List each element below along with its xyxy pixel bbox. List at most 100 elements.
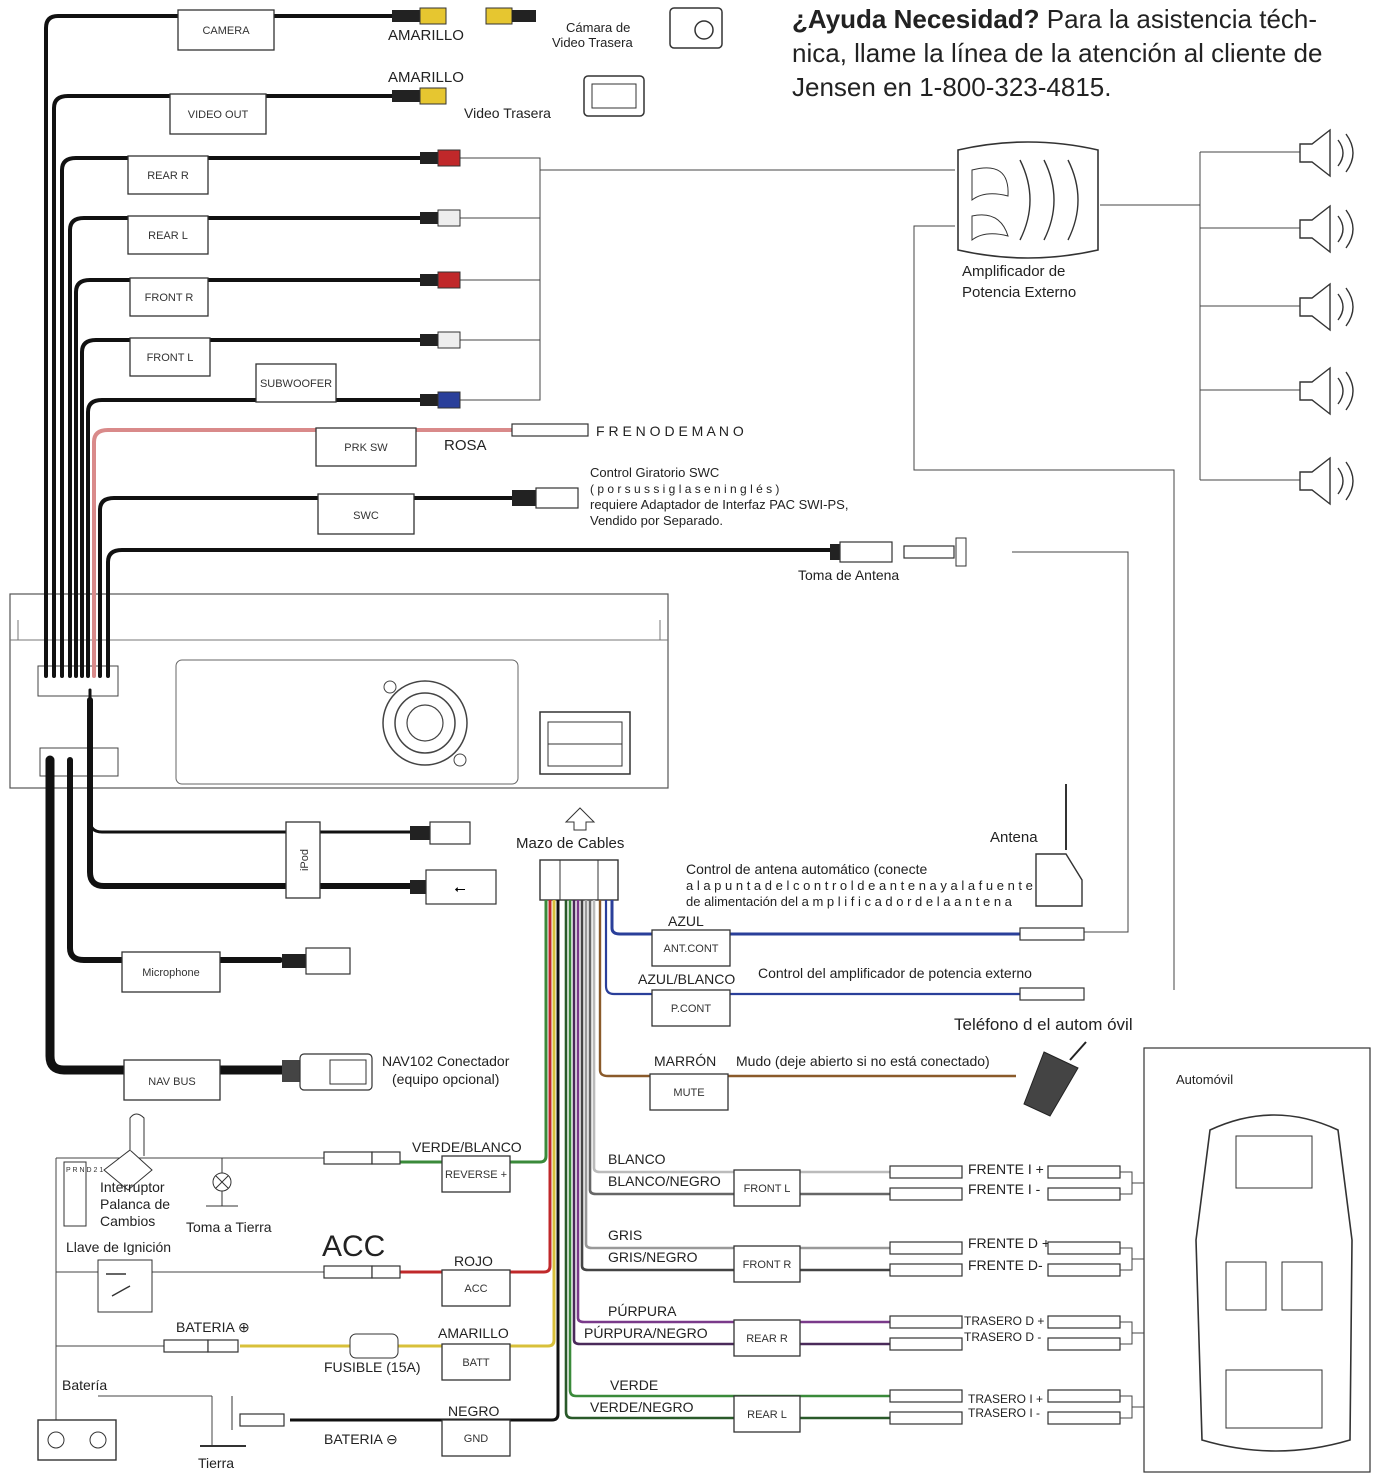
rear-l-c1: VERDE — [610, 1377, 658, 1393]
ipod-box-label: iPod — [299, 849, 311, 871]
amarillo-label-1: AMARILLO — [388, 27, 464, 44]
speaker-row-front-l: BLANCO BLANCO/NEGRO FRONT L FRENTE I + F… — [608, 1151, 1121, 1207]
ant-cont-box-label: ANT.CONT — [664, 943, 719, 955]
interruptor-label-1: Interruptor — [100, 1179, 165, 1195]
rear-r-box: REAR R — [746, 1333, 788, 1345]
help-heading: ¿Ayuda Necesidad? Para la asistencia téc… — [792, 4, 1317, 34]
rear-r-s2: TRASERO D - — [964, 1330, 1041, 1344]
front-r-s1: FRENTE D + — [968, 1235, 1050, 1251]
speaker-row-rear-l: VERDE VERDE/NEGRO REAR L TRASERO I + TRA… — [590, 1377, 1121, 1433]
interruptor-label-2: Palanca de — [100, 1196, 170, 1212]
rear-r-c2: PÚRPURA/NEGRO — [584, 1325, 708, 1341]
wire-harness-connector — [539, 807, 619, 901]
camera-icon — [669, 7, 723, 49]
nav-bus-box: NAV BUS — [123, 1059, 221, 1101]
nav-label-1: NAV102 Conectador — [382, 1053, 510, 1069]
camara-label-1: Cámara de — [566, 20, 630, 35]
amp-label-1: Amplificador de — [962, 263, 1065, 280]
wire-row-gnd: NEGRO GND — [441, 1403, 511, 1457]
battery-icon — [37, 1419, 117, 1461]
ground-icon — [200, 1396, 246, 1447]
front-r-c1: GRIS — [608, 1227, 642, 1243]
mazo-label: Mazo de Cables — [516, 835, 624, 852]
front-l-box-label: FRONT L — [147, 352, 194, 364]
mudo-label: Mudo (deje abierto si no está conectado) — [736, 1053, 990, 1069]
fusible-label: FUSIBLE (15A) — [324, 1359, 420, 1375]
automovil-label: Automóvil — [1176, 1072, 1233, 1087]
video-out-box-label: VIDEO OUT — [188, 109, 249, 121]
mic-connector-icon — [282, 947, 351, 975]
bateria-neg-text: BATERIA — [324, 1431, 384, 1447]
car-icon — [1195, 1114, 1353, 1452]
azul-blanco-label: AZUL/BLANCO — [638, 971, 735, 987]
acc-big-label: ACC — [322, 1230, 385, 1263]
rear-l-c2: VERDE/NEGRO — [590, 1399, 694, 1415]
front-r-box: FRONT R — [743, 1259, 792, 1271]
wire-row-batt-box: BATT — [462, 1357, 490, 1369]
lower-left-wiring — [55, 1151, 401, 1446]
freno-label: F R E N O D E M A N O — [596, 423, 744, 439]
head-unit — [9, 593, 669, 789]
swc-desc-2: ( p o r s u s s i g l a s e n i n g l é … — [590, 482, 779, 496]
amp-label-2: Potencia Externo — [962, 284, 1076, 301]
monitor-icon — [583, 75, 645, 117]
front-l-box: FRONT L — [744, 1183, 791, 1195]
subwoofer-box-label: SUBWOOFER — [260, 378, 332, 390]
camara-label-2: Video Trasera — [552, 35, 633, 50]
ant-cont-row: AZUL ANT.CONT — [651, 913, 1085, 967]
ant-desc-1: Control de antena automático (conecte — [686, 861, 927, 877]
speaker-row-rear-r: PÚRPURA PÚRPURA/NEGRO REAR R TRASERO D +… — [584, 1303, 1121, 1357]
swc-desc-1: Control Giratorio SWC — [590, 465, 719, 480]
wire-row-acc: ROJO ACC — [441, 1253, 511, 1307]
microphone-box: Microphone — [121, 951, 221, 993]
telefono-label: Teléfono d el autom óvil — [954, 1015, 1133, 1034]
subwoofer-box: SUBWOOFER — [255, 363, 337, 403]
wire-row-reverse-box: REVERSE + — [445, 1169, 507, 1181]
front-l-box: FRONT L — [129, 337, 211, 377]
marron-label: MARRÓN — [654, 1053, 716, 1069]
front-r-box: FRONT R — [129, 277, 209, 317]
ipod-box: iPod — [285, 821, 321, 899]
swc-box-label: SWC — [353, 510, 379, 522]
ipod-connector-icons: ⭠ — [410, 821, 497, 905]
bateria-neg-label: BATERIA ⊖ — [324, 1431, 398, 1447]
nav-label-2: (equipo opcional) — [392, 1071, 499, 1087]
prk-sw-box: PRK SW — [315, 427, 417, 467]
bateria-pos-text: BATERIA — [176, 1319, 236, 1335]
camera-box-label: CAMERA — [202, 25, 250, 37]
mute-box-label: MUTE — [673, 1087, 704, 1099]
usb-icon: ⭠ — [454, 880, 465, 896]
amarillo-label-2: AMARILLO — [388, 69, 464, 86]
speaker-icons — [1299, 128, 1354, 506]
p-cont-row: AZUL/BLANCO P.CONT Control del amplifica… — [638, 965, 1085, 1027]
camera-box: CAMERA — [177, 9, 275, 51]
ant-desc-3: de alimentación del a m p l i f i c a d … — [686, 894, 1013, 909]
tierra-label: Tierra — [198, 1455, 234, 1471]
rear-r-box-label: REAR R — [147, 170, 189, 182]
rear-l-box: REAR L — [127, 215, 209, 255]
nav-connector-icon — [282, 1053, 373, 1091]
video-trasera-label: Video Trasera — [464, 105, 551, 121]
rear-l-s2: TRASERO I - — [968, 1406, 1040, 1420]
nav-bus-box-label: NAV BUS — [148, 1076, 195, 1088]
phone-icon — [1023, 1041, 1087, 1117]
front-r-s2: FRENTE D- — [968, 1257, 1043, 1273]
rca-collector-lines — [460, 151, 1300, 990]
bateria-label: Batería — [62, 1377, 107, 1393]
microphone-box-label: Microphone — [142, 967, 199, 979]
toma-antena-label: Toma de Antena — [798, 567, 899, 583]
help-line3: Jensen en 1-800-323-4815. — [792, 72, 1111, 102]
swc-desc-3: requiere Adaptador de Interfaz PAC SWI-P… — [590, 497, 848, 512]
wire-row-gnd-color: NEGRO — [448, 1403, 499, 1419]
front-l-s2: FRENTE I - — [968, 1181, 1041, 1197]
wire-row-acc-box: ACC — [464, 1283, 487, 1295]
antena-label: Antena — [990, 829, 1038, 846]
mute-row: MARRÓN Mudo (deje abierto si no está con… — [649, 1053, 990, 1111]
wire-row-gnd-box: GND — [464, 1433, 489, 1445]
p-cont-box-label: P.CONT — [671, 1003, 711, 1015]
prk-sw-box-label: PRK SW — [344, 442, 388, 454]
rear-l-box-label: REAR L — [148, 230, 188, 242]
help-line2: nica, llame la línea de la atención al c… — [792, 38, 1322, 68]
gear-shifter-icon — [63, 1113, 153, 1227]
